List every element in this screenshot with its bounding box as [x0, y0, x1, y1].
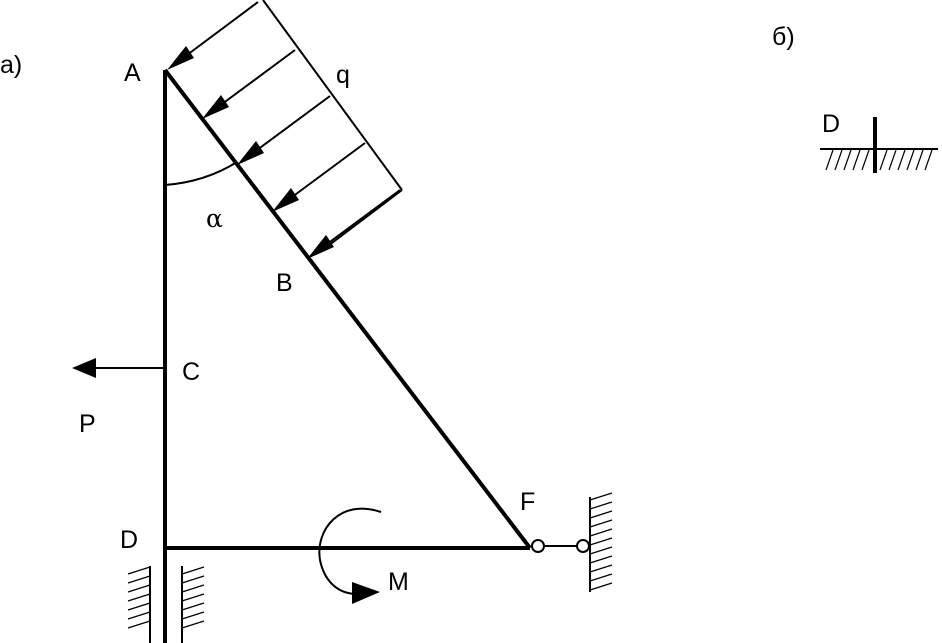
distributed-load-q	[167, 0, 403, 259]
force-p-arrowhead	[72, 358, 96, 378]
guide-left-hatching	[127, 566, 151, 629]
moment-label-m: M	[388, 568, 409, 596]
load-arrow-1	[182, 1, 259, 59]
force-label-p: P	[79, 410, 96, 438]
point-label-f: F	[520, 488, 535, 516]
point-label-a: A	[124, 59, 141, 87]
moment-m	[318, 507, 382, 604]
load-arrow-5	[322, 189, 401, 248]
link-support-f	[531, 492, 613, 592]
guide-right-hatching	[181, 566, 205, 629]
member-af	[163, 68, 532, 550]
figure-b-point-label-d: D	[822, 110, 840, 138]
moment-m-arc	[318, 507, 382, 595]
load-arrowhead-4	[272, 188, 299, 212]
hinge-wall	[576, 539, 590, 553]
load-envelope-line	[262, 0, 403, 191]
load-label-q: q	[336, 61, 350, 89]
figure-b: б) D	[772, 23, 938, 173]
load-envelope-end	[319, 189, 403, 253]
point-label-d: D	[120, 526, 138, 554]
point-label-b: B	[276, 269, 293, 297]
load-arrow-2	[217, 49, 296, 108]
ground-hatching	[825, 149, 933, 171]
moment-m-arrowhead	[352, 582, 380, 604]
figure-b-label: б)	[772, 23, 795, 51]
angle-alpha-arc	[164, 161, 238, 186]
load-arrowhead-3	[237, 141, 264, 165]
load-arrowhead-5	[307, 235, 334, 259]
figure-a-label: а)	[0, 51, 22, 79]
support-wall-hatching	[589, 492, 613, 591]
force-p	[72, 358, 165, 378]
angle-label-alpha: α	[206, 204, 223, 233]
point-label-c: C	[182, 358, 200, 386]
load-arrowhead-2	[202, 95, 229, 119]
hinge-f	[531, 539, 545, 553]
guide-support-d	[127, 566, 205, 643]
figure-a: а) A q α B C P F D M	[0, 0, 613, 643]
load-arrow-4	[287, 142, 366, 201]
load-arrowhead-1	[167, 46, 194, 70]
load-arrow-3	[252, 95, 331, 154]
